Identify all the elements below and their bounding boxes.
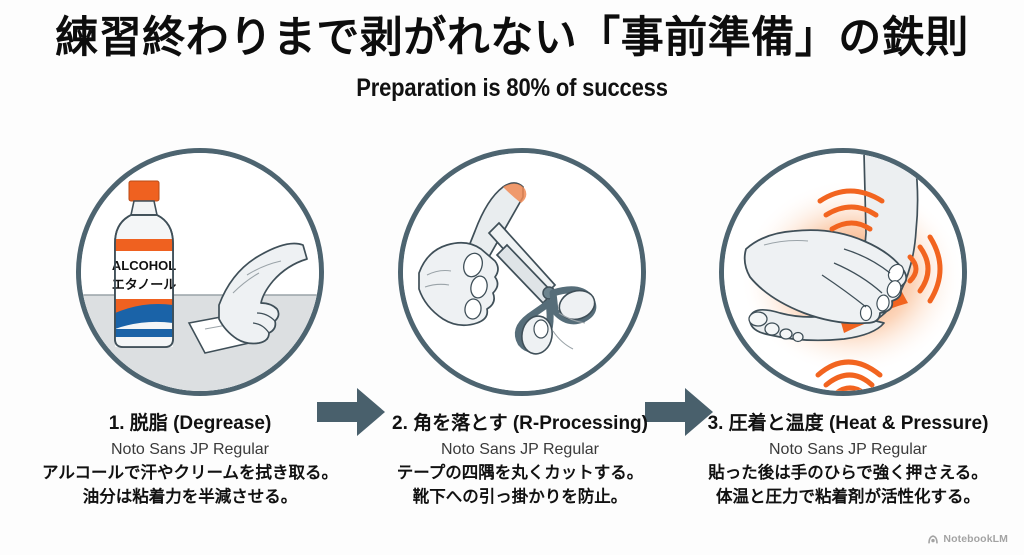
watermark-label: NotebookLM (943, 533, 1008, 545)
hand-cutting-tape-corner-with-scissors-icon (403, 153, 641, 391)
right-arrow-icon (645, 388, 713, 436)
page-subtitle: Preparation is 80% of success (356, 74, 668, 103)
right-arrow-icon (317, 388, 385, 436)
step-2-body-line-2: 靴下への引っ掛かりを防止。 (412, 487, 628, 506)
page-title: 練習終わりまで剥がれない「事前準備」の鉄則 (55, 14, 969, 62)
arrow-step1-to-step2 (317, 386, 385, 438)
palm-pressing-taped-foot-with-heat-waves-icon (724, 153, 962, 391)
watermark: NotebookLM (927, 533, 1008, 545)
header: 練習終わりまで剥がれない「事前準備」の鉄則 Preparation is 80%… (0, 14, 1024, 103)
step-1-caption: 1. 脱脂 (Degrease) Noto Sans JP Regular アル… (18, 412, 362, 508)
step-2-caption: 2. 角を落とす (R-Processing) Noto Sans JP Reg… (348, 412, 692, 508)
step-1-body-line-1: アルコールで汗やクリームを拭き取る。 (41, 463, 338, 482)
step-1-font-note: Noto Sans JP Regular (110, 440, 269, 458)
step-3-illustration (719, 148, 967, 396)
step-2-font-note: Noto Sans JP Regular (440, 440, 599, 458)
step-1-body-line-2: 油分は粘着力を半減させる。 (82, 487, 298, 506)
steps-illustration-row: ALCOHOL エタノール (0, 148, 1024, 436)
step-3-font-note: Noto Sans JP Regular (768, 440, 927, 458)
step-2-body-line-1: テープの四隅を丸くカットする。 (396, 463, 644, 482)
step-3-body-line-2: 体温と圧力で粘着剤が活性化する。 (716, 487, 980, 506)
step-3-heading: 3. 圧着と温度 (Heat & Pressure) (707, 413, 989, 434)
svg-text:ALCOHOL: ALCOHOL (112, 258, 176, 273)
captions-row: 1. 脱脂 (Degrease) Noto Sans JP Regular アル… (0, 412, 1024, 522)
svg-text:エタノール: エタノール (112, 278, 177, 293)
step-3-caption: 3. 圧着と温度 (Heat & Pressure) Noto Sans JP … (676, 412, 1020, 508)
step-2-illustration (398, 148, 646, 396)
step-2-heading: 2. 角を落とす (R-Processing) (392, 413, 648, 434)
alcohol-bottle-and-wiping-hand-icon: ALCOHOL エタノール (81, 153, 319, 391)
notebooklm-icon (928, 535, 939, 544)
step-1-heading: 1. 脱脂 (Degrease) (108, 413, 272, 434)
step-3-body-line-1: 貼った後は手のひらで強く押さえる。 (708, 463, 988, 482)
step-1-illustration: ALCOHOL エタノール (76, 148, 324, 396)
arrow-step2-to-step3 (645, 386, 713, 438)
